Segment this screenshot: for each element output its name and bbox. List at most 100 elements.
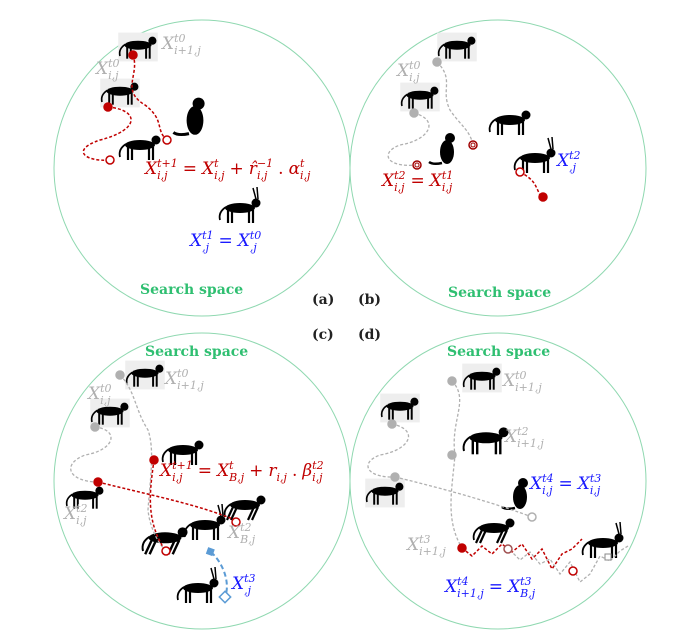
tail <box>90 409 98 423</box>
leg <box>251 506 259 521</box>
leg <box>171 539 181 555</box>
end-point <box>412 160 422 170</box>
subscript: i+1,j <box>177 378 204 392</box>
start-point <box>409 108 419 118</box>
search-space-label-c: Search space <box>145 344 249 360</box>
head <box>410 397 419 406</box>
subscript: i,j <box>276 470 287 484</box>
body <box>513 485 527 509</box>
operator: = <box>182 159 197 180</box>
subscript: i,j <box>312 470 323 484</box>
body <box>183 583 213 593</box>
body <box>386 401 414 411</box>
start-point <box>90 422 100 432</box>
superscript: t0 <box>174 32 186 45</box>
leg <box>144 539 153 555</box>
variable: X <box>190 231 203 252</box>
prey-start-marker <box>205 547 215 557</box>
tail <box>462 435 472 452</box>
variable: X <box>145 159 158 180</box>
cheetah-icon <box>65 486 104 509</box>
body <box>148 532 182 544</box>
subscript: i,j <box>76 513 87 527</box>
subscript: i+1,j <box>517 436 544 450</box>
head <box>256 495 266 505</box>
variable: X <box>217 461 230 482</box>
cheetah-icon <box>462 427 509 455</box>
start-point <box>447 376 457 386</box>
superscript: t <box>229 459 234 472</box>
variable: X <box>162 34 175 55</box>
superscript: t3 <box>520 575 532 588</box>
tail <box>118 143 127 158</box>
cheetah-icon <box>437 32 477 62</box>
sitting-cat-icon <box>501 478 528 511</box>
tail <box>172 131 190 137</box>
tail <box>513 156 522 171</box>
panel-label-a: (a) <box>312 292 335 308</box>
variable: r̂ <box>248 159 257 180</box>
antelope-icon <box>218 186 261 223</box>
subscript: i+1,j <box>174 43 201 57</box>
superscript: t1 <box>202 229 214 242</box>
tail <box>581 541 590 556</box>
movement-path <box>131 54 168 141</box>
variable: X <box>88 384 101 405</box>
horns <box>547 136 554 150</box>
subscript: ,j <box>202 240 210 254</box>
position-point <box>390 472 400 482</box>
start-point <box>103 102 113 112</box>
prey-end-marker <box>218 590 232 604</box>
cheetah-icon <box>90 398 130 428</box>
position-point <box>457 543 467 553</box>
indices: i,j <box>277 460 287 483</box>
search-space-circle-b <box>349 19 647 317</box>
head <box>192 97 205 110</box>
indices: t0,j <box>250 230 261 253</box>
superscript: t3 <box>244 572 256 585</box>
subscript: i,j <box>441 180 453 194</box>
position-point <box>149 455 159 465</box>
cheetah-icon <box>161 440 204 465</box>
body <box>443 40 471 50</box>
superscript: t+1 <box>172 459 193 472</box>
variable: β <box>302 461 313 482</box>
end-point-inner <box>414 162 420 168</box>
subscript: ,j <box>244 583 252 597</box>
head <box>148 36 157 45</box>
subscript: i,j <box>394 180 405 194</box>
cheetah-icon <box>488 110 531 135</box>
movement-path <box>367 423 410 478</box>
movement-path <box>97 481 236 521</box>
head <box>445 133 455 143</box>
tail <box>462 374 470 388</box>
head <box>194 440 204 450</box>
variable: X <box>96 59 109 80</box>
end-point <box>161 546 171 556</box>
position-point <box>447 450 457 460</box>
tail <box>218 206 227 221</box>
